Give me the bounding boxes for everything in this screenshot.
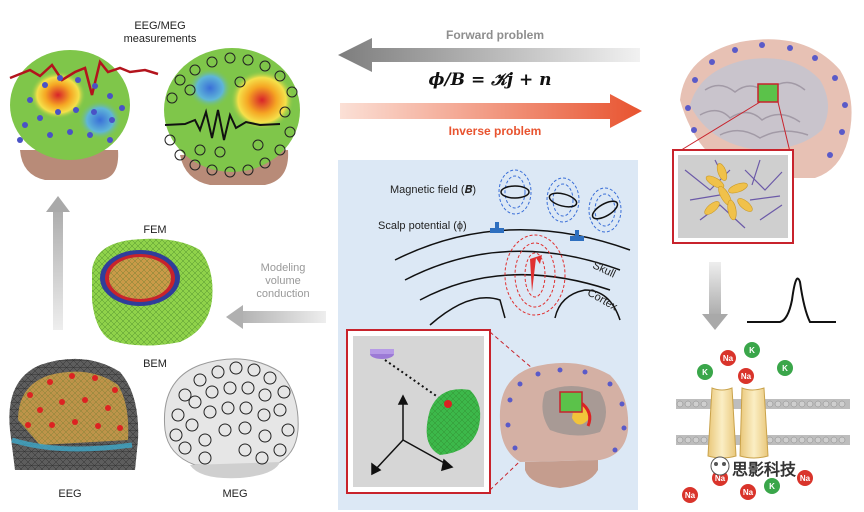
sodium-ion: Na <box>740 484 756 500</box>
cutaway-brain <box>499 362 629 488</box>
dipole-current-lines <box>504 234 566 316</box>
potassium-ion: K <box>697 364 713 380</box>
inverse-arrow <box>340 94 642 128</box>
forward-arrow <box>338 38 640 72</box>
meg-label: MEG <box>222 488 248 500</box>
svg-text:Na: Na <box>743 488 754 497</box>
potassium-ion: K <box>777 360 793 376</box>
right-brain-head <box>680 39 852 178</box>
eeg-meg-label-line1: EEG/MEG <box>134 20 186 32</box>
eeg-head-topomap <box>9 50 159 180</box>
equation-label: ϕ/𝑩 = 𝒦𝒋 + 𝒏 <box>428 70 552 90</box>
down-arrow <box>709 262 721 318</box>
svg-text:K: K <box>749 346 755 355</box>
svg-text:K: K <box>769 482 775 491</box>
svg-text:Na: Na <box>741 372 752 381</box>
sodium-ion: Na <box>720 350 736 366</box>
fem-bem-model <box>92 238 213 346</box>
svg-text:K: K <box>702 368 708 377</box>
scalp-electrode-sensors <box>490 222 584 241</box>
eeg-meg-label-line2: measurements <box>123 33 197 45</box>
sodium-ion: Na <box>738 368 754 384</box>
dipole-arrow <box>530 255 542 292</box>
potassium-ion: K <box>764 478 780 494</box>
inverse-problem-label: Inverse problem <box>448 124 542 138</box>
skull-cortex-layers <box>394 229 631 326</box>
svg-text:K: K <box>782 364 788 373</box>
potassium-ion: K <box>744 342 760 358</box>
watermark-logo-icon <box>710 456 730 476</box>
svg-text:Na: Na <box>715 474 726 483</box>
modeling-line1: Modeling <box>260 262 306 274</box>
cell-membrane <box>676 387 850 459</box>
modeling-arrow <box>238 311 326 323</box>
svg-text:Na: Na <box>723 354 734 363</box>
forward-problem-label: Forward problem <box>445 28 544 42</box>
bem-label: BEM <box>143 358 167 370</box>
magnetic-field-label: Magnetic field (𝑩) <box>390 184 476 196</box>
source-inset-box <box>346 329 491 494</box>
meg-helmet-head <box>163 358 299 479</box>
fem-label: FEM <box>143 224 167 236</box>
svg-text:Na: Na <box>800 474 811 483</box>
action-potential-trace <box>747 277 836 323</box>
modeling-line3: conduction <box>256 288 310 300</box>
svg-text:Na: Na <box>685 491 696 500</box>
sodium-ion: Na <box>682 487 698 503</box>
meg-head-topomap <box>164 48 300 185</box>
neuron-inset-box <box>672 149 794 244</box>
magnetic-field-loops <box>498 169 622 233</box>
ion-particles: K K K Na Na Na Na Na K Na <box>682 342 813 503</box>
modeling-line2: volume <box>265 275 301 287</box>
eeg-meg-measurements-label: EEG/MEG measurements <box>100 20 220 46</box>
up-arrow <box>53 203 63 330</box>
scalp-potential-label: Scalp potential (ϕ) <box>378 220 467 232</box>
modeling-volume-conduction-label: Modeling volume conduction <box>238 262 328 301</box>
eeg-label: EEG <box>58 488 82 500</box>
watermark-text: 思影科技 <box>732 460 797 479</box>
eeg-wireframe-head <box>9 358 139 470</box>
sodium-ion: Na <box>797 470 813 486</box>
